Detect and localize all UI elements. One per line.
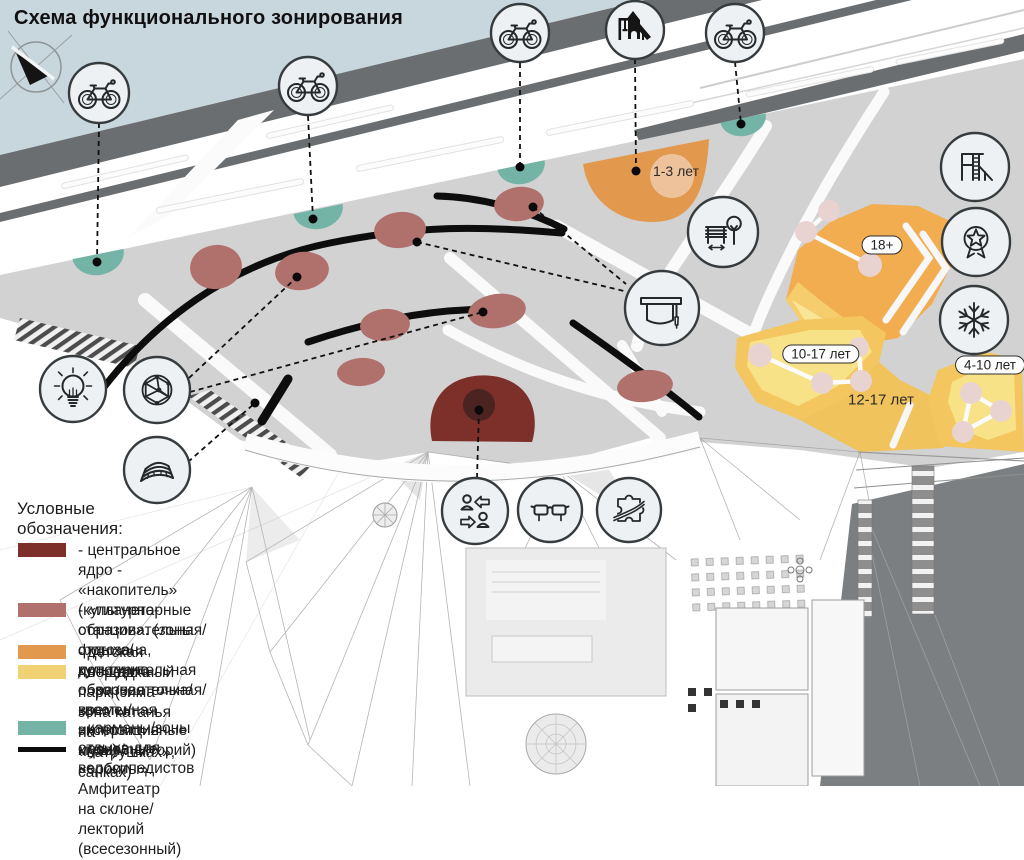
main-road — [0, 0, 762, 187]
upper-right-road — [634, 34, 1024, 143]
road-stripe — [0, 0, 912, 222]
snowflake-icon — [938, 284, 1010, 356]
building-plan — [242, 431, 1024, 786]
bicycle-icon — [489, 2, 551, 64]
bike-pockets — [72, 113, 766, 276]
rope-park-zones — [735, 200, 1024, 462]
map-icons — [38, 0, 1012, 546]
lane-markings — [61, 38, 1005, 214]
planetary-stations — [190, 186, 673, 403]
connector-dots — [92, 119, 746, 415]
bicycle-icon — [67, 61, 131, 125]
bicycle-icon — [704, 2, 766, 64]
bicycle-icon — [277, 55, 339, 117]
road-edge-line — [659, 27, 1024, 111]
people-exchange-icon — [440, 476, 510, 546]
steps-hatch — [14, 318, 140, 368]
toddler-zone — [583, 139, 709, 222]
star-medal-icon — [940, 206, 1012, 278]
road-edge-line — [699, 9, 1024, 89]
playground-icon — [604, 0, 666, 61]
site-plan — [0, 0, 1024, 786]
lightbulb-icon — [38, 354, 108, 424]
graduation-cap-icon — [623, 269, 701, 347]
connector-lines — [96, 58, 742, 479]
slide-icon — [939, 131, 1011, 203]
planet-network-icon — [122, 355, 192, 425]
amphitheater-icon — [122, 435, 192, 505]
3d-glasses-icon — [516, 476, 584, 544]
bench-tree-icon — [686, 195, 760, 269]
north-arrow-icon — [0, 30, 73, 104]
puzzle-icon — [595, 476, 663, 544]
